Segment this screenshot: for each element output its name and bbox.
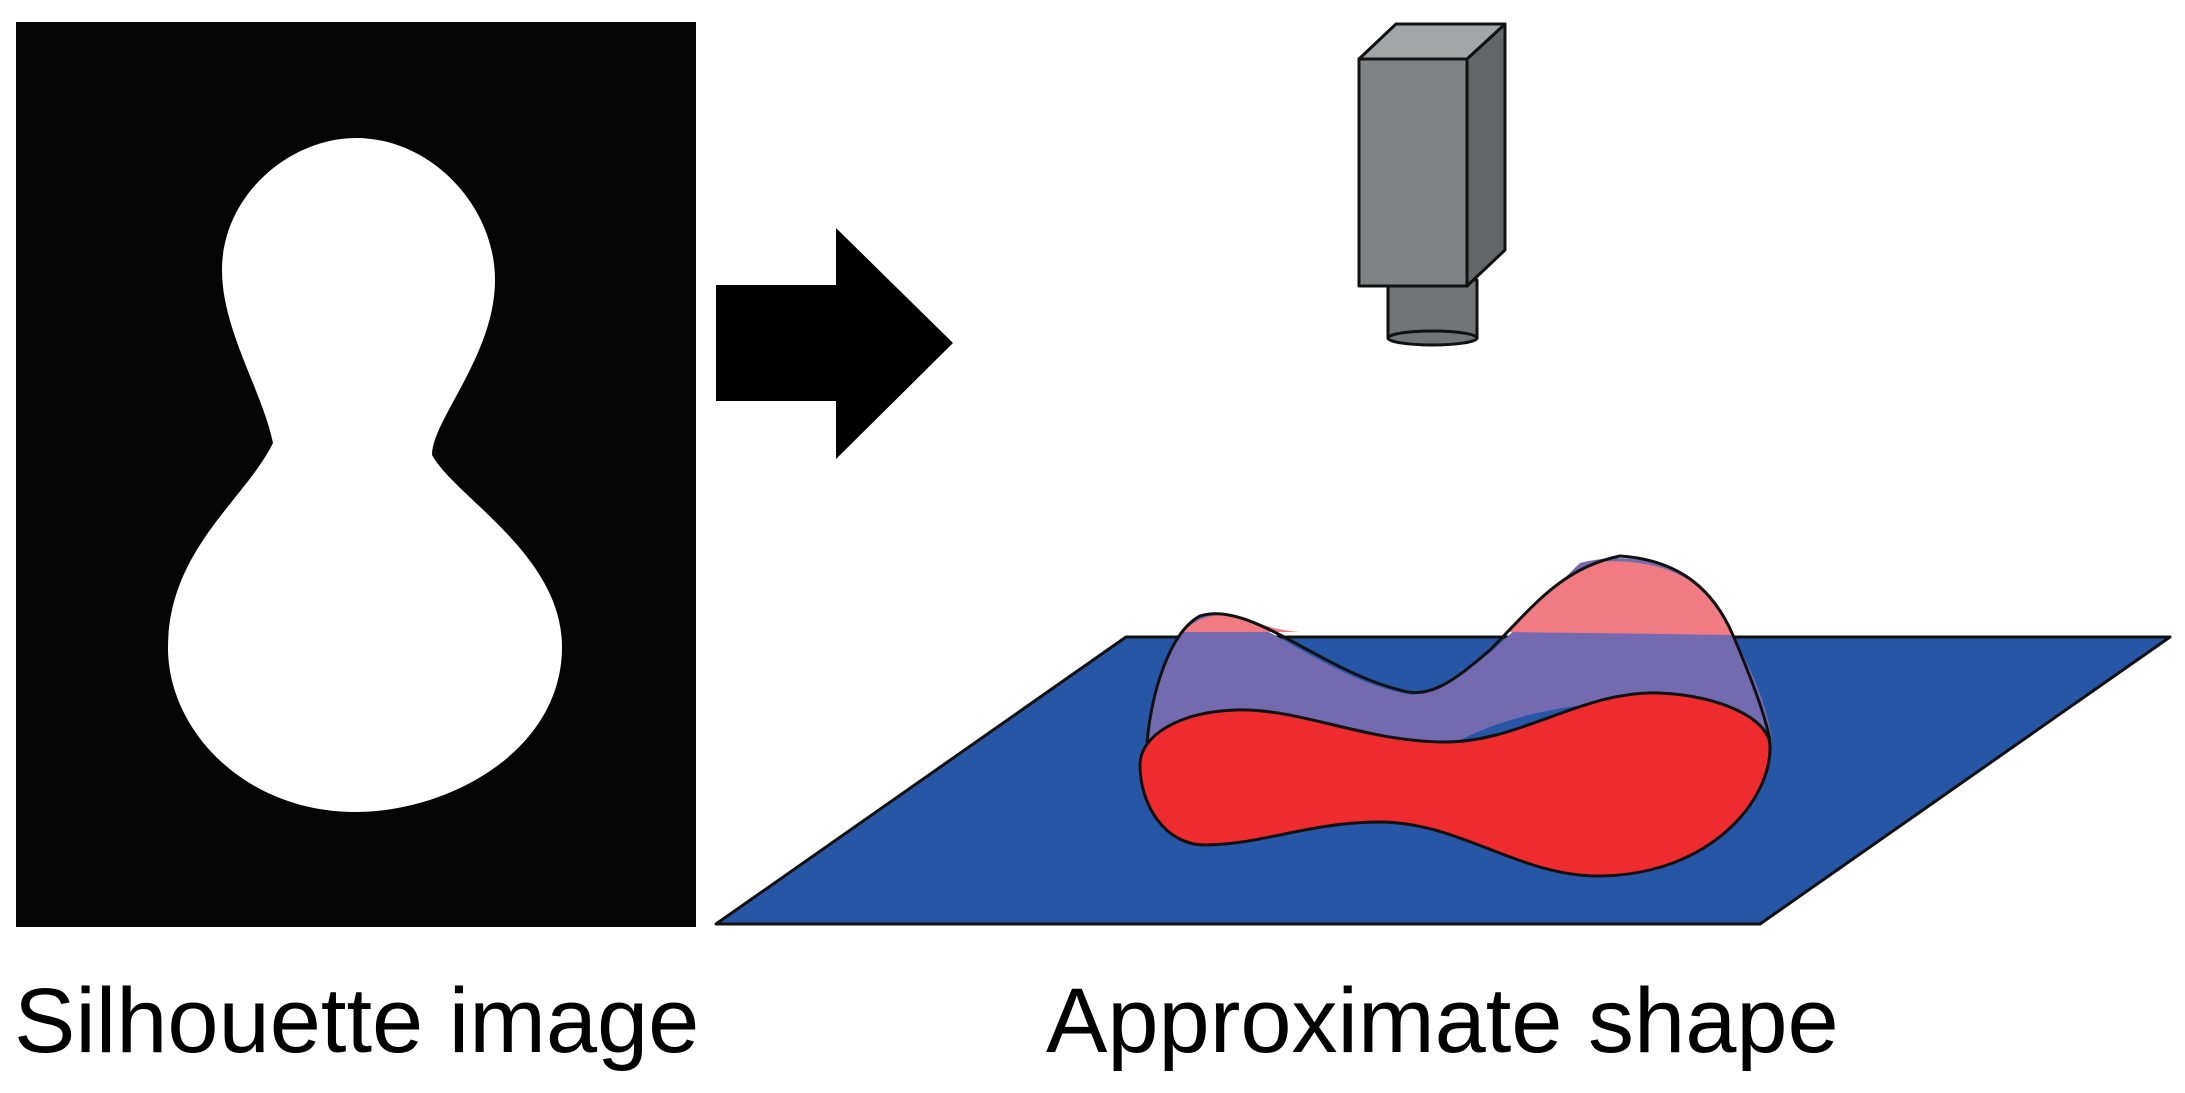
hull-top-right xyxy=(1508,561,1733,635)
camera-lens xyxy=(1386,278,1479,340)
approximate-shape-caption: Approximate shape xyxy=(1046,970,1839,1072)
camera-icon xyxy=(1357,22,1507,347)
silhouette-caption: Silhouette image xyxy=(14,970,700,1072)
approximate-shape xyxy=(1138,554,1772,878)
right-arrow-icon xyxy=(716,228,953,459)
base-shape xyxy=(1138,691,1772,878)
hull-outline xyxy=(1145,554,1772,743)
camera-front xyxy=(1357,57,1469,288)
hull-top xyxy=(1183,614,1300,632)
silhouette-panel xyxy=(16,22,696,927)
silhouette-shape xyxy=(168,138,562,812)
camera-side xyxy=(1465,22,1507,288)
camera-lens-rim xyxy=(1386,329,1479,347)
